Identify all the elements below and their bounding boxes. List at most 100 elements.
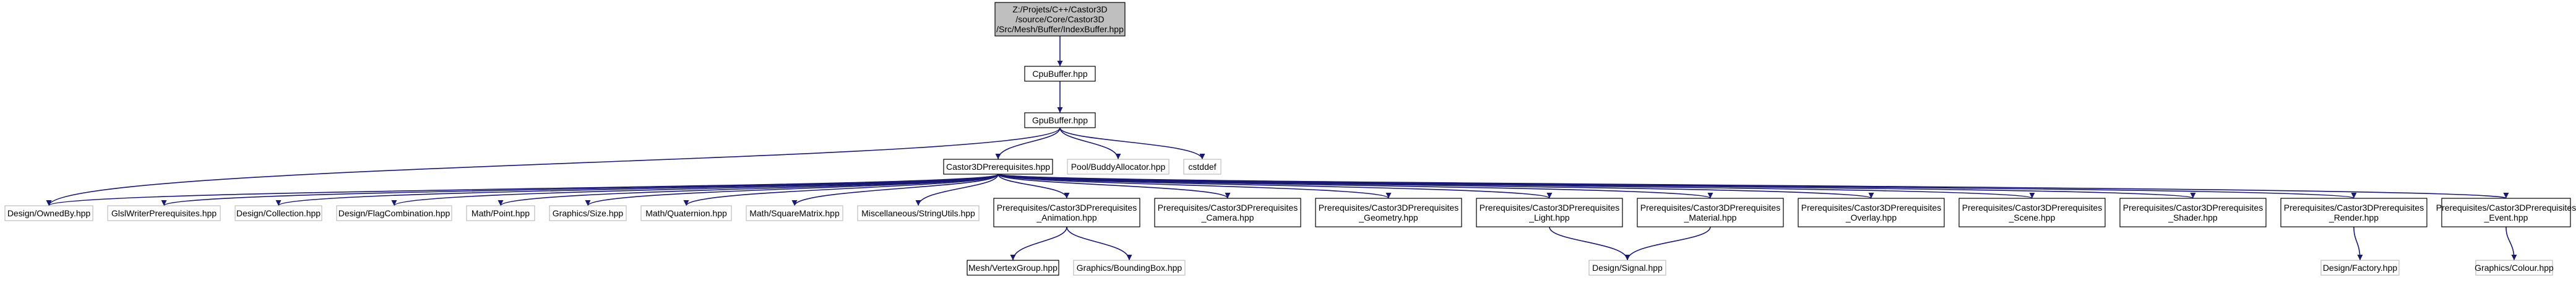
node-vertexgroup[interactable]: Mesh/VertexGroup.hpp	[967, 260, 1059, 276]
node-geometry[interactable]: Prerequisites/Castor3DPrerequisites_Geom…	[1315, 198, 1462, 227]
node-quaternion: Math/Quaternion.hpp	[640, 205, 732, 221]
node-box-flagcombination	[336, 205, 452, 221]
node-label-factory: Design/Factory.hpp	[2323, 263, 2398, 273]
node-scene[interactable]: Prerequisites/Castor3DPrerequisites_Scen…	[1958, 198, 2106, 227]
node-box-scene	[1958, 198, 2106, 227]
node-box-factory	[2320, 260, 2400, 276]
node-box-cpubuffer	[1024, 66, 1096, 82]
edge-castor3dprereq-to-animation	[997, 174, 1070, 199]
node-label-cstddef: cstddef	[1188, 162, 1216, 172]
node-label-geometry: Prerequisites/Castor3DPrerequisites	[1319, 203, 1458, 213]
edge-event-to-colour	[2505, 226, 2517, 261]
node-box-shader	[2119, 198, 2267, 227]
node-label-collection: Design/Collection.hpp	[236, 208, 321, 218]
node-box-buddyallocator	[1067, 159, 1170, 175]
edge-material-to-signal	[1624, 226, 1711, 261]
node-box-glslwriter	[107, 205, 221, 221]
node-box-quaternion	[640, 205, 732, 221]
node-cstddef: cstddef	[1183, 159, 1221, 175]
node-label-shader: Prerequisites/Castor3DPrerequisites	[2123, 203, 2263, 213]
node-label-light: _Light.hpp	[1528, 213, 1570, 223]
node-light[interactable]: Prerequisites/Castor3DPrerequisites_Ligh…	[1476, 198, 1623, 227]
node-event[interactable]: Prerequisites/Castor3DPrerequisites_Even…	[2436, 198, 2576, 227]
node-cpubuffer[interactable]: CpuBuffer.hpp	[1024, 66, 1096, 82]
node-box-ownedby	[4, 205, 93, 221]
edge-castor3dprereq-to-geometry	[997, 174, 1392, 199]
node-box-collection	[235, 205, 322, 221]
node-box-castor3dprereq	[943, 159, 1053, 175]
node-label-glslwriter: GlslWriterPrerequisites.hpp	[111, 208, 217, 218]
node-box-gpubuffer	[1024, 112, 1096, 128]
node-box-root	[994, 2, 1126, 37]
edge-gpubuffer-to-castor3dprereq	[995, 127, 1061, 160]
node-label-gpubuffer: GpuBuffer.hpp	[1032, 115, 1088, 125]
node-label-shader: _Shader.hpp	[2168, 213, 2218, 223]
node-animation[interactable]: Prerequisites/Castor3DPrerequisites_Anim…	[993, 198, 1140, 227]
node-label-material: Prerequisites/Castor3DPrerequisites	[1640, 203, 1780, 213]
node-signal: Design/Signal.hpp	[1588, 260, 1666, 276]
node-label-quaternion: Math/Quaternion.hpp	[645, 208, 727, 218]
node-flagcombination: Design/FlagCombination.hpp	[336, 205, 452, 221]
node-box-signal	[1588, 260, 1666, 276]
node-label-event: _Event.hpp	[2484, 213, 2528, 223]
node-box-event	[2441, 198, 2571, 227]
node-label-ownedby: Design/OwnedBy.hpp	[7, 208, 91, 218]
node-material[interactable]: Prerequisites/Castor3DPrerequisites_Mate…	[1637, 198, 1784, 227]
node-label-buddyallocator: Pool/BuddyAllocator.hpp	[1071, 162, 1166, 172]
edge-castor3dprereq-to-event	[997, 174, 2509, 199]
node-box-squarematrix	[746, 205, 843, 221]
node-size: Graphics/Size.hpp	[549, 205, 627, 221]
node-box-vertexgroup	[967, 260, 1059, 276]
node-label-camera: _Camera.hpp	[1201, 213, 1254, 223]
node-collection: Design/Collection.hpp	[235, 205, 322, 221]
node-box-geometry	[1315, 198, 1462, 227]
node-camera[interactable]: Prerequisites/Castor3DPrerequisites_Came…	[1154, 198, 1301, 227]
edge-gpubuffer-to-buddyallocator	[1059, 127, 1121, 160]
node-box-animation	[993, 198, 1140, 227]
node-label-overlay: Prerequisites/Castor3DPrerequisites	[1801, 203, 1941, 213]
node-label-light: Prerequisites/Castor3DPrerequisites	[1480, 203, 1619, 213]
node-label-boundingbox: Graphics/BoundingBox.hpp	[1077, 263, 1182, 273]
node-label-render: _Render.hpp	[2328, 213, 2379, 223]
edge-castor3dprereq-to-size	[585, 174, 999, 206]
edge-castor3dprereq-to-point	[498, 174, 999, 206]
node-boundingbox: Graphics/BoundingBox.hpp	[1073, 260, 1186, 276]
edge-castor3dprereq-to-quaternion	[683, 174, 999, 206]
node-colour: Graphics/Colour.hpp	[2475, 260, 2554, 276]
node-box-size	[549, 205, 627, 221]
node-box-render	[2280, 198, 2427, 227]
node-label-colour: Graphics/Colour.hpp	[2475, 263, 2554, 273]
node-label-event: Prerequisites/Castor3DPrerequisites	[2436, 203, 2576, 213]
node-box-stringutils	[857, 205, 980, 221]
node-root[interactable]: Z:/Projets/C++/Castor3D/source/Core/Cast…	[994, 2, 1126, 37]
node-label-scene: _Scene.hpp	[2009, 213, 2056, 223]
edge-castor3dprereq-to-camera	[997, 174, 1231, 199]
node-shader[interactable]: Prerequisites/Castor3DPrerequisites_Shad…	[2119, 198, 2267, 227]
node-box-light	[1476, 198, 1623, 227]
node-label-stringutils: Miscellaneous/StringUtils.hpp	[861, 208, 975, 218]
node-label-geometry: _Geometry.hpp	[1358, 213, 1418, 223]
node-label-camera: Prerequisites/Castor3DPrerequisites	[1158, 203, 1298, 213]
node-box-point	[466, 205, 535, 221]
node-box-cstddef	[1183, 159, 1221, 175]
edge-gpubuffer-to-cstddef	[1059, 127, 1205, 160]
node-label-castor3dprereq: Castor3DPrerequisites.hpp	[946, 162, 1050, 172]
node-label-scene: Prerequisites/Castor3DPrerequisites	[1962, 203, 2102, 213]
node-label-point: Math/Point.hpp	[472, 208, 530, 218]
node-glslwriter: GlslWriterPrerequisites.hpp	[107, 205, 221, 221]
node-label-cpubuffer: CpuBuffer.hpp	[1032, 69, 1087, 79]
edge-animation-to-vertexgroup	[1010, 226, 1067, 261]
node-label-overlay: _Overlay.hpp	[1845, 213, 1897, 223]
node-ownedby: Design/OwnedBy.hpp	[4, 205, 93, 221]
node-label-animation: _Animation.hpp	[1036, 213, 1097, 223]
edge-castor3dprereq-to-stringutils	[915, 174, 999, 206]
node-label-signal: Design/Signal.hpp	[1592, 263, 1663, 273]
node-squarematrix: Math/SquareMatrix.hpp	[746, 205, 843, 221]
node-gpubuffer[interactable]: GpuBuffer.hpp	[1024, 112, 1096, 128]
edge-render-to-factory	[2353, 226, 2363, 261]
node-overlay[interactable]: Prerequisites/Castor3DPrerequisites_Over…	[1798, 198, 1945, 227]
node-render[interactable]: Prerequisites/Castor3DPrerequisites_Rend…	[2280, 198, 2427, 227]
node-castor3dprereq[interactable]: Castor3DPrerequisites.hpp	[943, 159, 1053, 175]
node-buddyallocator: Pool/BuddyAllocator.hpp	[1067, 159, 1170, 175]
